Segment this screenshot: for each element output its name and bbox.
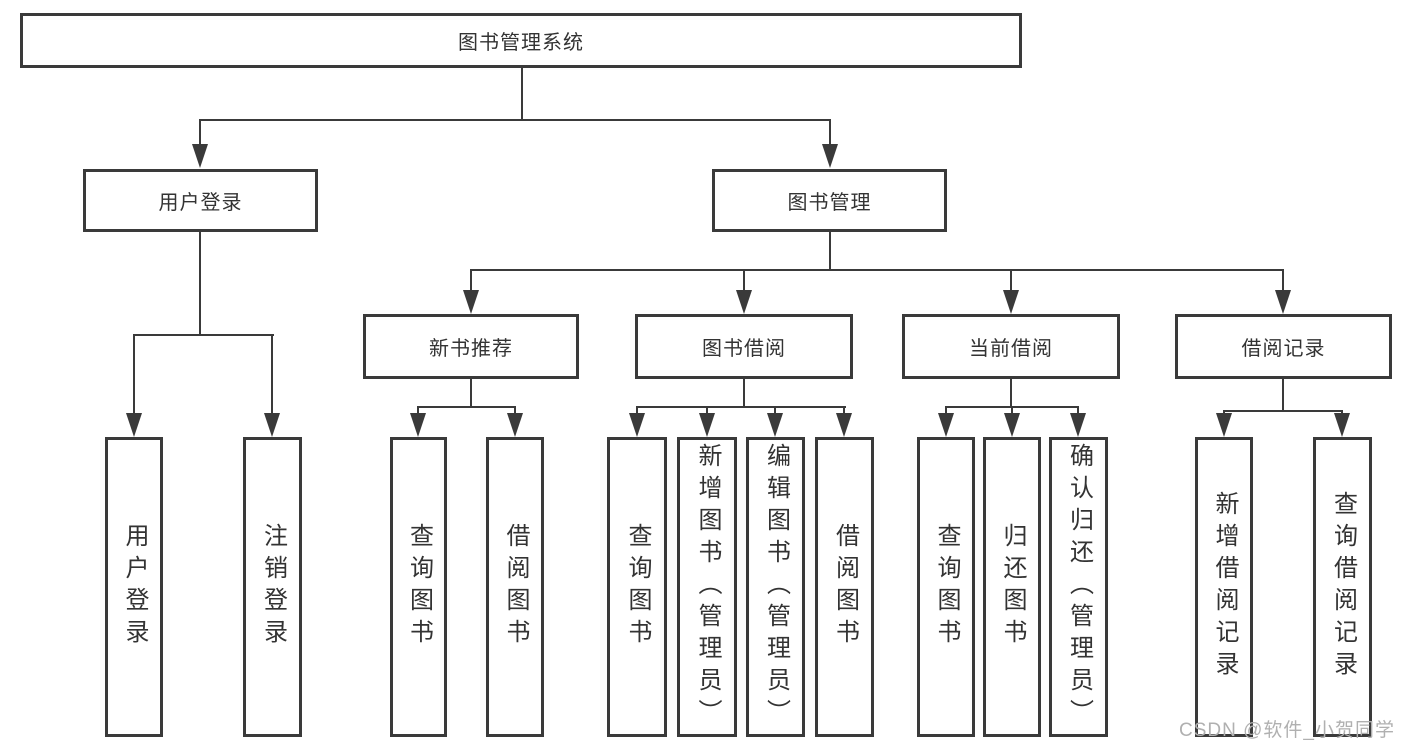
node-user-login: 用户登录 [83,169,318,232]
arrow-down-icon [938,413,954,437]
connector-stem [1010,379,1012,408]
arrow-down-icon [822,144,838,168]
node-borrowing-records: 借阅记录 [1175,314,1392,379]
connector-leaf-drop [706,406,708,415]
arrow-down-icon [1070,413,1086,437]
csdn-watermark: CSDN @软件_小贺同学 [1179,720,1395,741]
arrow-down-icon [507,413,523,437]
connector-root-stem [521,68,523,120]
leaf-logout: 注销登录 [243,437,302,737]
arrow-down-icon [836,413,852,437]
connector-stem [743,379,745,408]
arrow-down-icon [1004,413,1020,437]
leaf-return-books: 归还图书 [983,437,1041,737]
leaf-borrow-books: 借阅图书 [815,437,874,737]
connector-leaf-drop [417,406,419,415]
arrow-down-icon [463,290,479,314]
arrow-down-icon [629,413,645,437]
connector-split [1223,410,1343,412]
leaf-query-books-borrowing: 查询图书 [607,437,667,737]
leaf-query-books-current: 查询图书 [917,437,975,737]
node-new-book-recommend: 新书推荐 [363,314,579,379]
arrow-down-icon [264,413,280,437]
connector-leaf-drop [945,406,947,415]
leaf-query-borrow-record: 查询借阅记录 [1313,437,1372,737]
connector-split [636,406,846,408]
connector-book-mgmt-drop [829,119,831,146]
node-root-library-management-system: 图书管理系统 [20,13,1022,68]
connector-leaf-drop [1341,410,1343,415]
arrow-down-icon [1334,413,1350,437]
connector-leaf-drop [133,334,135,415]
connector-user-login-split [133,334,274,336]
arrow-down-icon [1003,290,1019,314]
connector-level3-split [470,269,1284,271]
leaf-add-book-admin: 新增图书（管理员） [677,437,737,737]
arrow-down-icon [126,413,142,437]
connector-user-login-stem [199,232,201,336]
leaf-confirm-return-admin: 确认归还（管理员） [1049,437,1108,737]
connector-leaf-drop [636,406,638,415]
connector-leaf-drop [1011,406,1013,415]
connector-book-mgmt-stem [829,232,831,270]
node-book-management: 图书管理 [712,169,947,232]
connector-leaf-drop [470,269,472,292]
connector-user-login-drop [199,119,201,146]
arrow-down-icon [1216,413,1232,437]
connector-leaf-drop [1010,269,1012,292]
connector-leaf-drop [271,334,273,415]
arrow-down-icon [767,413,783,437]
leaf-borrow-books-recommend: 借阅图书 [486,437,544,737]
leaf-query-books-recommend: 查询图书 [390,437,447,737]
connector-leaf-drop [1282,269,1284,292]
arrow-down-icon [736,290,752,314]
connector-stem [1282,379,1284,412]
connector-leaf-drop [743,269,745,292]
connector-leaf-drop [1077,406,1079,415]
connector-split [417,406,516,408]
leaf-user-login: 用户登录 [105,437,163,737]
arrow-down-icon [410,413,426,437]
leaf-add-borrow-record: 新增借阅记录 [1195,437,1253,737]
connector-leaf-drop [1223,410,1225,415]
connector-leaf-drop [774,406,776,415]
arrow-down-icon [1275,290,1291,314]
connector-leaf-drop [514,406,516,415]
node-current-borrowing: 当前借阅 [902,314,1120,379]
node-book-borrowing: 图书借阅 [635,314,853,379]
connector-leaf-drop [843,406,845,415]
connector-level2-split [199,119,831,121]
leaf-edit-book-admin: 编辑图书（管理员） [746,437,805,737]
arrow-down-icon [699,413,715,437]
connector-stem [470,379,472,408]
arrow-down-icon [192,144,208,168]
